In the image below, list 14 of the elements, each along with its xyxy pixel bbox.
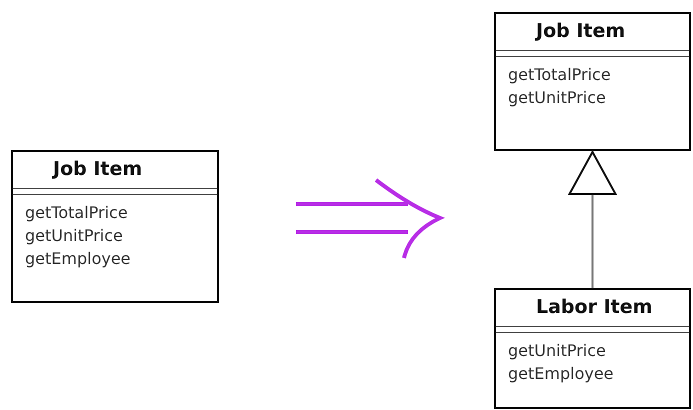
class-name: Job Item: [496, 14, 689, 51]
method-name: getTotalPrice: [25, 202, 129, 224]
method-name: getUnitPrice: [25, 225, 124, 247]
class-box: [11, 150, 219, 303]
method-name: getEmployee: [508, 363, 615, 385]
generalization-arrow: [568, 151, 616, 288]
class-name: Job Item: [13, 152, 217, 189]
class-box: [494, 288, 691, 409]
method-name: getTotalPrice: [508, 64, 612, 86]
method-name: getUnitPrice: [508, 87, 607, 109]
method-name: getUnitPrice: [508, 340, 607, 362]
class-box: [494, 12, 691, 151]
method-name: getEmployee: [25, 248, 132, 270]
class-name: Labor Item: [496, 290, 689, 327]
